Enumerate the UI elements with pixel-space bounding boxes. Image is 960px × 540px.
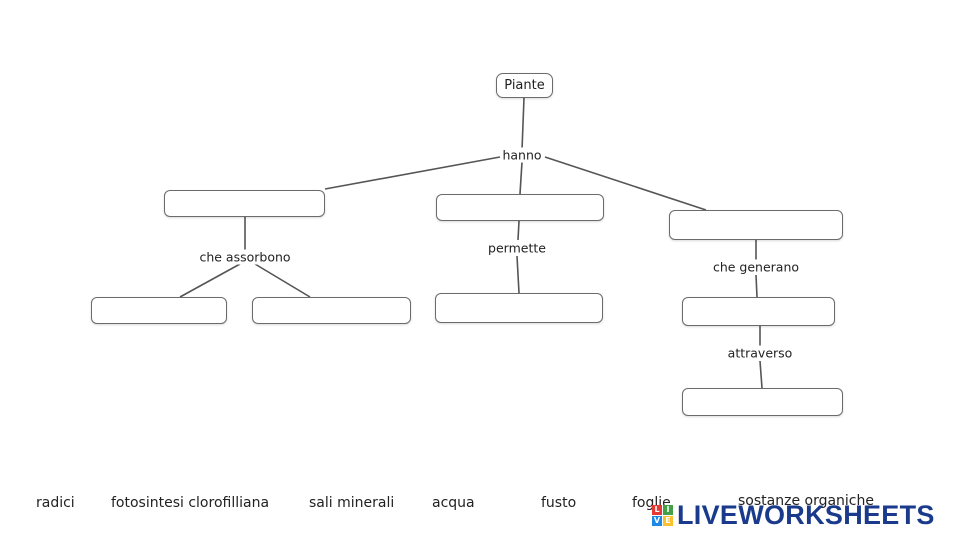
link-label-che-generano: che generano <box>710 259 802 275</box>
logo-tile-l: L <box>652 504 662 515</box>
link-label-permette: permette <box>486 240 548 256</box>
root-node-piante: Piante <box>496 73 553 98</box>
logo-tiles-icon: L I V E <box>652 504 673 526</box>
drop-box-left-b[interactable] <box>252 297 411 324</box>
word-fotosintesi-clorofilliana[interactable]: fotosintesi clorofilliana <box>111 495 270 511</box>
link-label-che-assorbono: che assorbono <box>197 249 293 265</box>
drop-box-right-top[interactable] <box>669 210 843 240</box>
line-assorbono-a <box>179 263 241 298</box>
drop-box-center-bottom[interactable] <box>435 293 603 323</box>
line-root-hanno <box>521 97 525 151</box>
link-label-attraverso: attraverso <box>725 345 795 361</box>
drop-box-center-top[interactable] <box>436 194 604 221</box>
logo-tile-v: V <box>652 515 662 526</box>
root-node-label: Piante <box>504 78 545 93</box>
line-generano-box <box>755 274 758 298</box>
drop-box-right-middle[interactable] <box>682 297 835 326</box>
logo-text: LIVEWORKSHEETS <box>677 499 935 530</box>
logo-tile-e: E <box>663 515 673 526</box>
line-center-permette <box>517 220 520 241</box>
logo-tile-i: I <box>663 504 673 515</box>
line-hanno-left <box>324 156 501 190</box>
word-radici[interactable]: radici <box>36 495 75 511</box>
line-assorbono-b <box>254 263 311 298</box>
line-attraverso-box <box>759 360 763 389</box>
drop-box-right-bottom[interactable] <box>682 388 843 416</box>
word-fusto[interactable]: fusto <box>541 495 577 511</box>
liveworksheets-logo: L I V E LIVEWORKSHEETS <box>652 498 935 532</box>
line-permette-box <box>516 255 520 294</box>
link-label-hanno: hanno <box>500 147 544 163</box>
line-hanno-right <box>544 156 707 211</box>
line-hanno-center <box>519 161 523 195</box>
word-acqua[interactable]: acqua <box>432 495 475 511</box>
word-sostanze-organiche[interactable]: sostanze organiche <box>738 493 874 509</box>
word-sali-minerali[interactable]: sali minerali <box>309 495 395 511</box>
drop-box-left-a[interactable] <box>91 297 227 324</box>
drop-box-left-top[interactable] <box>164 190 325 217</box>
